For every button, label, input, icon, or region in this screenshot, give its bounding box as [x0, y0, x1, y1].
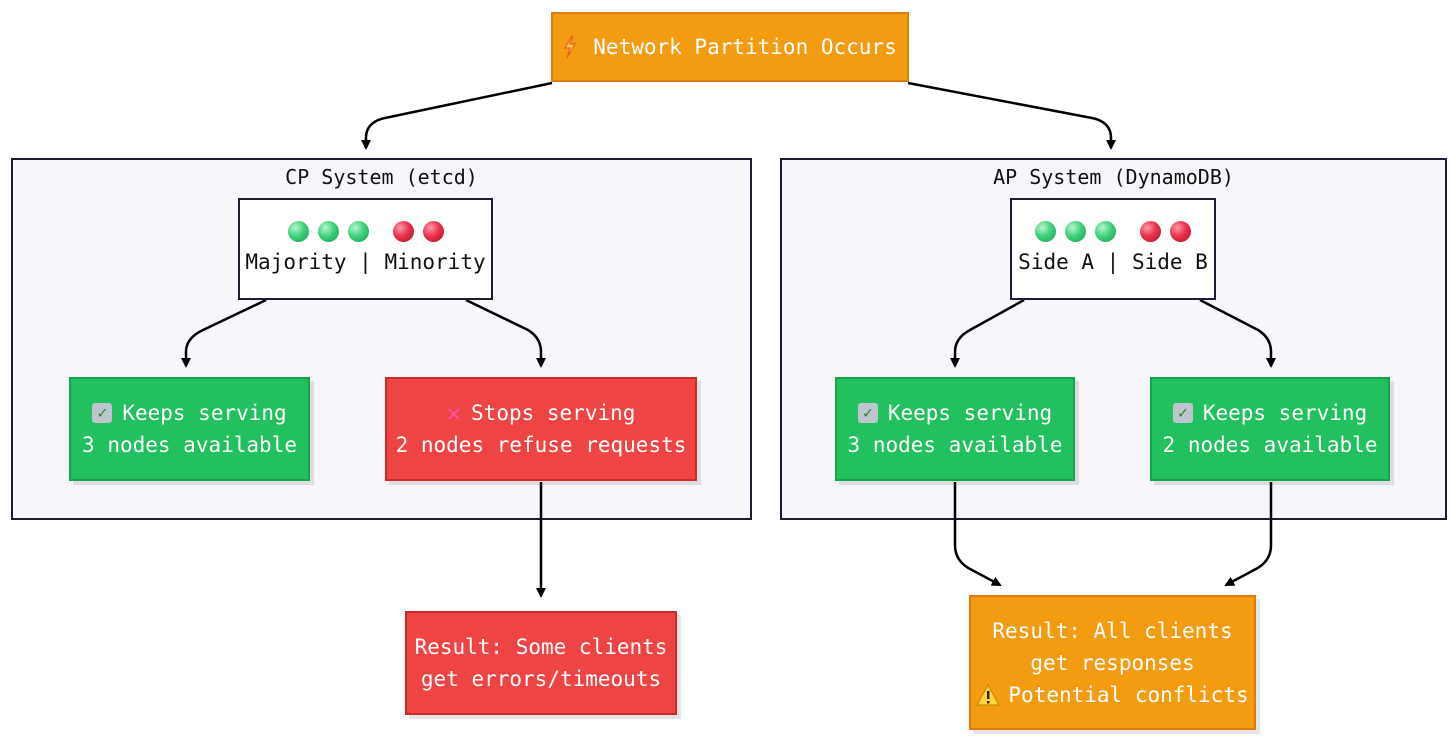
- cp-node-dots: [287, 220, 444, 242]
- cp-system-title: CP System (etcd): [285, 165, 478, 189]
- cp-stops-serving-node: ✕ Stops serving 2 nodes refuse requests: [385, 377, 697, 481]
- green-node-dot: [287, 220, 309, 242]
- cp-keeps-line1: Keeps serving: [122, 401, 287, 425]
- lightning-icon: [564, 36, 577, 58]
- red-node-dot: [392, 220, 414, 242]
- edge-partition-to-cp: [361, 81, 553, 150]
- cp-result-line2: get errors/timeouts: [420, 667, 662, 691]
- cp-result-node: Result: Some clients get errors/timeouts: [405, 611, 677, 715]
- ap-right-line2: 2 nodes available: [1162, 433, 1378, 457]
- ap-system-title: AP System (DynamoDB): [993, 165, 1234, 189]
- cp-result-line1: Result: Some clients: [414, 635, 668, 659]
- ap-result-node: Result: All clients get responses Potent…: [969, 595, 1256, 730]
- ap-result-line1: Result: All clients: [992, 618, 1233, 643]
- cp-keeps-serving-node: ✓ Keeps serving 3 nodes available: [69, 377, 310, 481]
- network-partition-label: Network Partition Occurs: [593, 35, 897, 59]
- cp-stops-line2: 2 nodes refuse requests: [395, 433, 687, 457]
- warning-icon: [976, 683, 1001, 706]
- ap-left-line2: 3 nodes available: [847, 433, 1063, 457]
- green-node-dot: [317, 220, 339, 242]
- ap-right-keeps-serving-node: ✓ Keeps serving 2 nodes available: [1150, 377, 1390, 481]
- cp-keeps-line2: 3 nodes available: [82, 433, 297, 457]
- cp-split-label: Majority | Minority: [245, 249, 486, 274]
- green-node-dot: [1065, 220, 1086, 242]
- ap-split-label: Side A | Side B: [1018, 249, 1208, 274]
- green-node-dot: [1035, 220, 1056, 242]
- ap-result-line2: get responses: [1030, 650, 1195, 675]
- red-node-dot: [1140, 220, 1161, 242]
- ap-left-keeps-serving-node: ✓ Keeps serving 3 nodes available: [835, 377, 1075, 481]
- cp-stops-line1: Stops serving: [471, 401, 636, 425]
- green-node-dot: [347, 220, 369, 242]
- ap-right-line1: Keeps serving: [1202, 401, 1368, 425]
- green-node-dot: [1095, 220, 1116, 242]
- check-icon: ✓: [1172, 403, 1193, 423]
- edge-partition-to-ap: [907, 81, 1116, 150]
- ap-left-line1: Keeps serving: [887, 401, 1053, 425]
- cp-partition-node: Majority | Minority: [238, 198, 493, 300]
- check-icon: ✓: [92, 403, 113, 423]
- cross-icon: ✕: [446, 399, 462, 427]
- ap-result-line3: Potential conflicts: [1008, 682, 1249, 707]
- ap-partition-node: Side A | Side B: [1010, 198, 1216, 300]
- network-partition-node: Network Partition Occurs: [551, 12, 909, 82]
- red-node-dot: [1170, 220, 1191, 242]
- red-node-dot: [422, 220, 444, 242]
- ap-node-dots: [1035, 220, 1191, 242]
- check-icon: ✓: [857, 403, 878, 423]
